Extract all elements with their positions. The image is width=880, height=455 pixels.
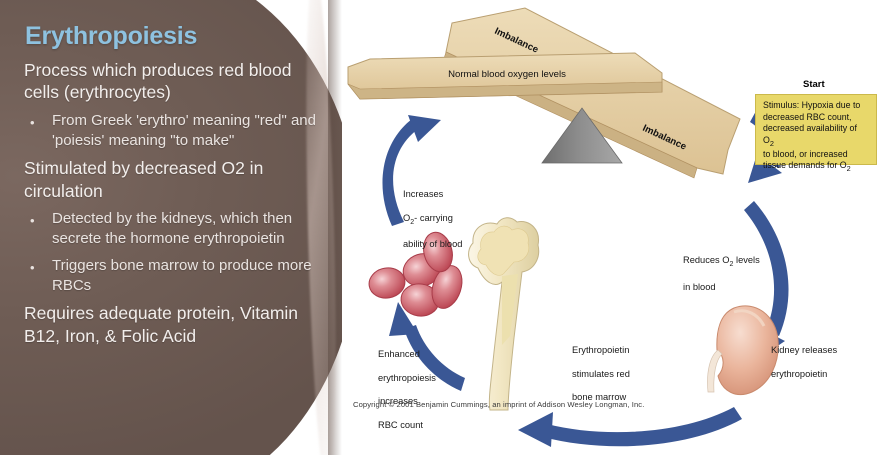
label-reduces-o2: Reduces O2 levels in blood xyxy=(683,243,760,305)
label-epo-stimulates-line2: stimulates red xyxy=(572,368,630,379)
label-enhanced-line3: increases xyxy=(378,396,418,407)
bullet-marker: • xyxy=(30,259,35,275)
rbc xyxy=(431,265,463,309)
label-enhanced-line4: RBC count xyxy=(378,420,423,431)
page-title: Erythropoiesis xyxy=(25,22,198,50)
panel-edge-shadow xyxy=(328,0,342,455)
label-increases-o2-line3: ability of blood xyxy=(403,239,463,250)
label-epo-stimulates: Erythropoietin stimulates red bone marro… xyxy=(572,333,630,416)
stimulus-line-1: Stimulus: Hypoxia due to xyxy=(763,100,861,110)
kidney-highlight xyxy=(733,309,766,327)
stimulus-line-5: tissue demands for O2 xyxy=(763,160,851,173)
panel-background xyxy=(0,0,342,455)
arrow-epo-stimulates-head xyxy=(518,412,553,447)
arrow-increases-o2-head xyxy=(408,115,441,142)
bullet-level1-requires: Requires adequate protein, Vitamin B12, … xyxy=(24,303,299,346)
bullet-level2-greek: • From Greek 'erythro' meaning "red" and… xyxy=(30,111,320,151)
fulcrum xyxy=(541,107,623,164)
bullet-marker: • xyxy=(30,213,35,229)
red-blood-cells-cluster xyxy=(368,231,463,317)
femur-shaft-marrow xyxy=(502,274,518,345)
label-epo-stimulates-line1: Erythropoietin xyxy=(572,344,630,355)
label-reduces-o2-line2: in blood xyxy=(683,281,716,292)
kidney-body xyxy=(716,305,779,396)
left-text-panel: Erythropoiesis Process which produces re… xyxy=(0,0,342,455)
femur-marrow-head xyxy=(477,225,530,276)
label-reduces-o2-line1: Reduces O2 levels xyxy=(683,254,760,268)
label-increases-o2-line2: O2- carrying xyxy=(403,212,453,226)
label-enhanced-line2: erythropoiesis xyxy=(378,372,436,383)
arrow-enhanced-erythropoiesis xyxy=(404,325,465,391)
arrow-epo-stimulates xyxy=(543,407,742,447)
bullet-marker: • xyxy=(30,114,35,130)
label-enhanced-line1: Enhanced xyxy=(378,348,420,359)
start-label: Start xyxy=(803,79,825,90)
label-increases-o2: Increases O2- carrying ability of blood xyxy=(403,177,462,263)
bullet-level2-marrow: • Triggers bone marrow to produce more R… xyxy=(30,256,320,296)
label-increases-o2-line1: Increases xyxy=(403,188,444,199)
stimulus-callout-box: Stimulus: Hypoxia due to decreased RBC c… xyxy=(755,94,877,173)
label-epo-stimulates-line3: bone marrow xyxy=(572,392,627,403)
kidney xyxy=(707,305,779,396)
arrow-reduces-o2 xyxy=(744,201,789,336)
rbc xyxy=(368,267,406,299)
arrow-enhanced-erythropoiesis-head xyxy=(389,302,418,336)
arrow-increases-o2 xyxy=(382,119,418,226)
rbc xyxy=(423,231,453,273)
label-kidney-releases-line1: Kidney releases xyxy=(771,344,838,355)
normal-beam-label: Normal blood oxygen levels xyxy=(448,69,566,80)
bullet-level2-kidneys-text: Detected by the kidneys, which then secr… xyxy=(52,210,293,247)
bullet-level1-stimulated: Stimulated by decreased O2 in circulatio… xyxy=(24,158,264,201)
panel-content: Erythropoiesis Process which produces re… xyxy=(0,0,342,455)
stimulus-line-4: to blood, or increased xyxy=(763,148,848,159)
copyright-notice: Copyright © 2001 Benjamin Cummings, an i… xyxy=(353,400,645,409)
stimulus-line-3: decreased availability of O2 xyxy=(763,123,857,148)
normal-beam-edge xyxy=(347,81,663,100)
kidney-ureter xyxy=(707,349,723,393)
bullet-level2-kidneys: • Detected by the kidneys, which then se… xyxy=(30,209,320,249)
bone-marrow-femur xyxy=(468,217,540,411)
label-kidney-releases-line2: erythropoietin xyxy=(771,368,828,379)
bullet-level2-greek-text: From Greek 'erythro' meaning "red" and '… xyxy=(52,111,316,149)
stimulus-line-2: decreased RBC count, xyxy=(763,111,852,122)
erythropoiesis-cycle-diagram: Normal blood oxygen levels Imbalance Imb… xyxy=(342,0,880,455)
balance-scale: Normal blood oxygen levels Imbalance Imb… xyxy=(347,7,741,179)
label-kidney-releases: Kidney releases erythropoietin xyxy=(771,333,837,392)
bullet-level2-marrow-text: Triggers bone marrow to produce more RBC… xyxy=(52,256,312,294)
bullet-level1-process: Process which produces red blood cells (… xyxy=(24,60,292,103)
label-enhanced-erythropoiesis: Enhanced erythropoiesis increases RBC co… xyxy=(378,337,436,444)
